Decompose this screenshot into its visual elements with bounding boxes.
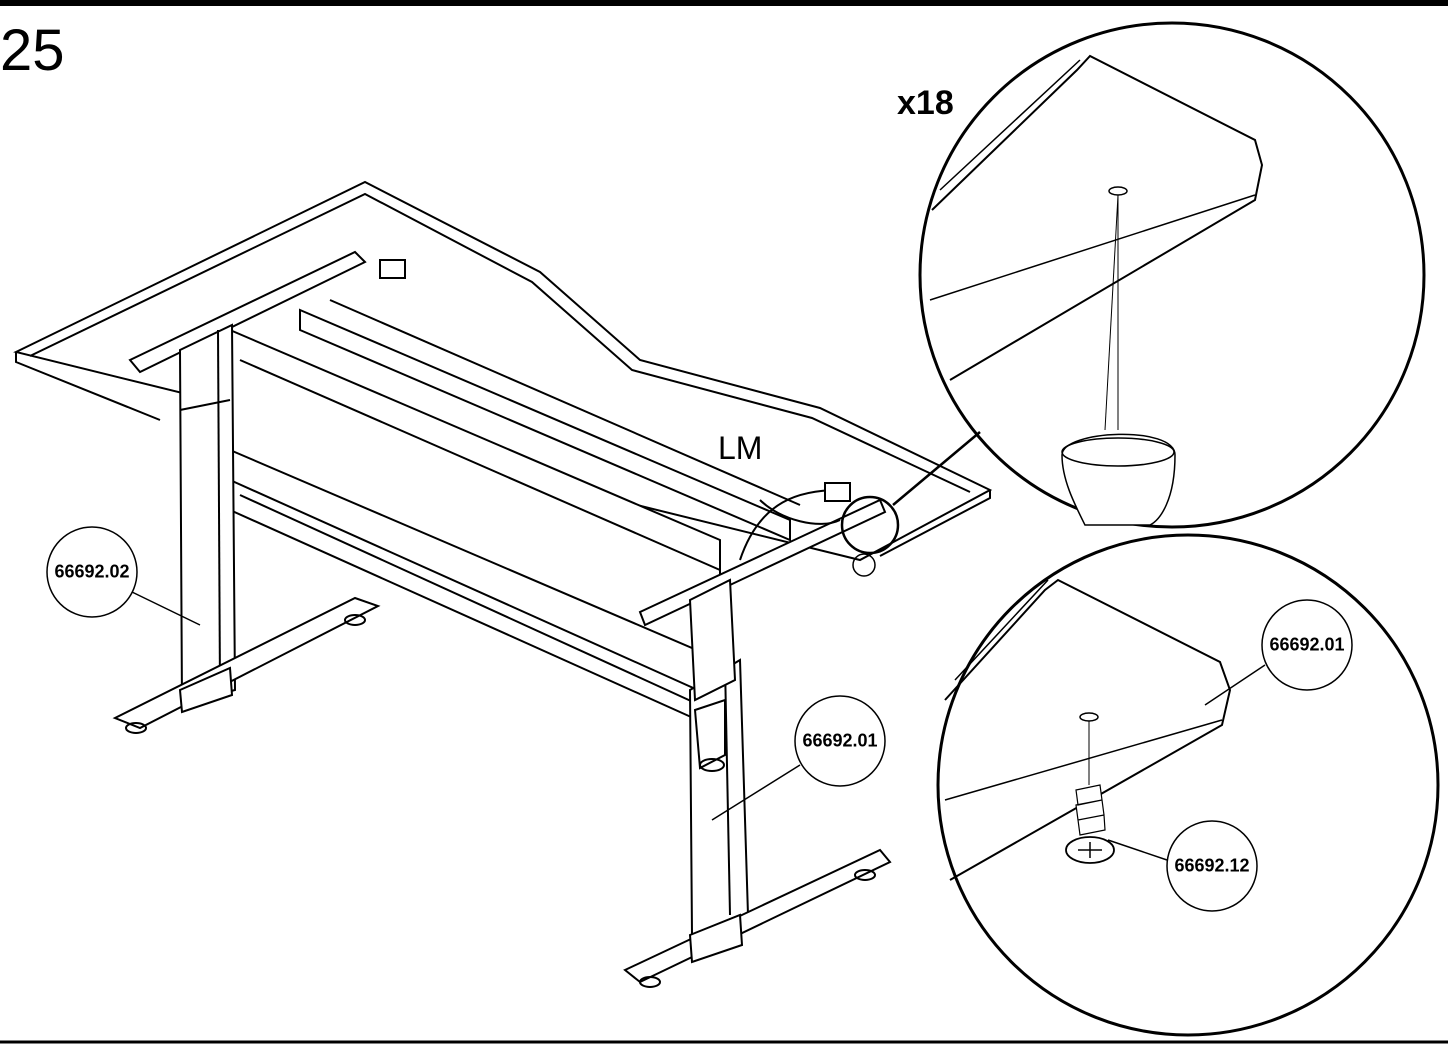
detail-marker bbox=[840, 431, 981, 577]
step-number: 25 bbox=[0, 18, 65, 83]
callout-leg-right: 66692.01 bbox=[802, 730, 878, 751]
desk-top bbox=[13, 180, 993, 562]
callout-screw: 66692.12 bbox=[1174, 855, 1250, 876]
quantity-label: x18 bbox=[897, 84, 954, 122]
detail-circle-screw bbox=[936, 533, 1440, 1037]
detail-circle-hole bbox=[918, 21, 1426, 529]
callout-detail-leg: 66692.01 bbox=[1269, 634, 1345, 655]
callout-leg-left: 66692.02 bbox=[54, 561, 130, 582]
top-border bbox=[0, 0, 1448, 6]
motor-label: LM bbox=[718, 430, 763, 466]
callout-bubbles bbox=[46, 526, 1353, 912]
leg-left bbox=[112, 323, 381, 734]
cross-beams bbox=[128, 250, 887, 732]
motor-unit bbox=[379, 259, 851, 772]
